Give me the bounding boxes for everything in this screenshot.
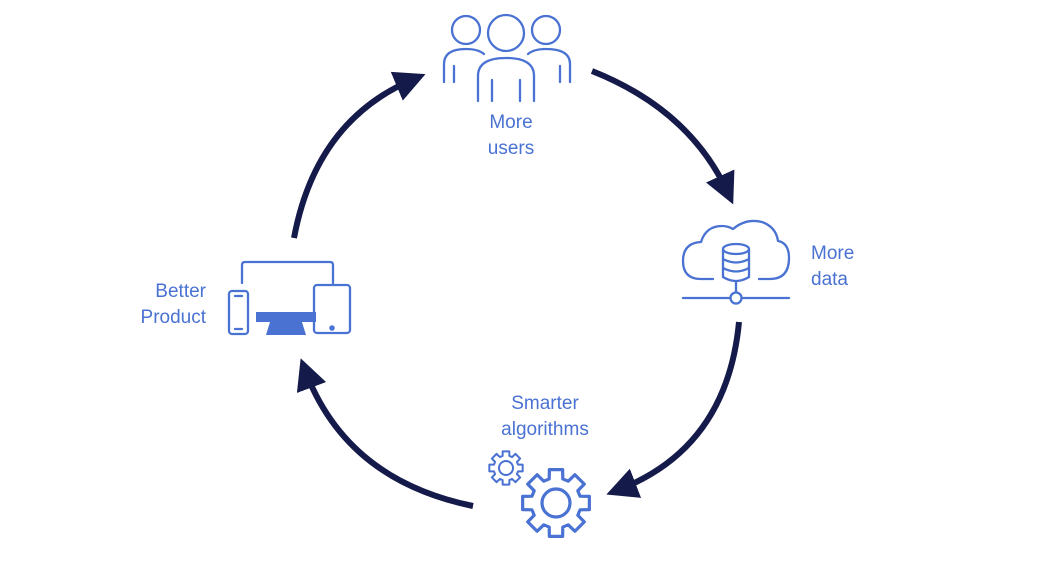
- node-label-data: More data: [811, 241, 854, 293]
- node-label-algorithms-line-2: algorithms: [501, 419, 589, 440]
- devices-icon: [227, 260, 352, 336]
- cloud-database-icon: [681, 219, 791, 305]
- node-label-users-line-1: More: [489, 112, 533, 133]
- arrow-users-to-data: [590, 68, 735, 205]
- arrow-product-to-users: [291, 71, 426, 239]
- arrow-data-to-algorithms: [606, 321, 742, 498]
- node-label-product-line-1: Better: [155, 281, 206, 302]
- arrow-algorithms-to-product: [296, 358, 474, 509]
- cycle-arrows: [291, 68, 742, 509]
- node-label-users-line-2: users: [487, 138, 535, 159]
- node-label-algorithms: Smarter algorithms: [480, 391, 610, 443]
- large-gear-icon: [521, 468, 591, 538]
- node-label-product: Better Product: [110, 279, 206, 331]
- small-gear-icon: [488, 450, 524, 486]
- node-label-users: More users: [462, 110, 560, 162]
- node-label-product-line-2: Product: [140, 307, 206, 328]
- gears-icon: [488, 450, 591, 538]
- node-label-algorithms-line-1: Smarter: [511, 393, 579, 414]
- node-label-data-line-2: data: [811, 269, 848, 290]
- node-label-data-line-1: More: [811, 243, 855, 264]
- users-group-icon: [442, 13, 572, 103]
